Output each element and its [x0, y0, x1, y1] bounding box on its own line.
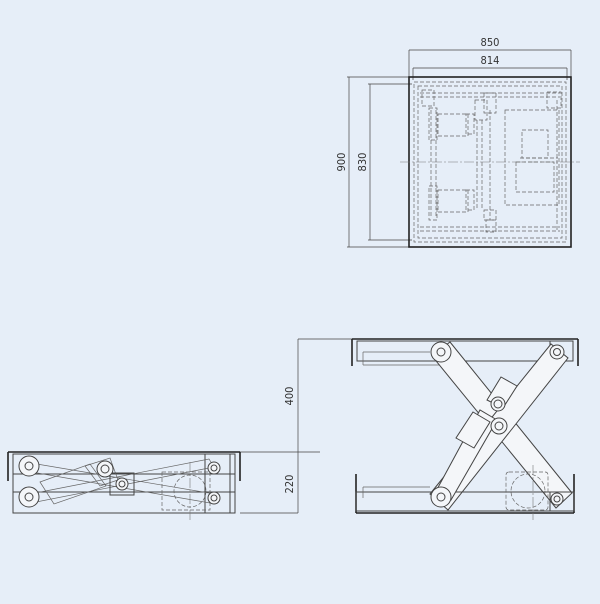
dimension-label-400: 400 — [283, 387, 296, 406]
dimension-outer-width: 850 — [408, 36, 572, 78]
side-view-lowered — [7, 451, 241, 520]
dimension-lowered-height: 220 — [240, 451, 298, 514]
lowered-pivot-pins — [18, 455, 221, 508]
dimension-label-900: 900 — [335, 153, 348, 172]
middle-shaft — [474, 92, 497, 233]
dimension-label-814: 814 — [481, 54, 500, 67]
cylinder-upper — [437, 113, 475, 137]
dimension-outer-depth: 900 — [335, 76, 409, 248]
cylinder-lower — [437, 189, 475, 213]
top-view: 850 814 900 830 — [335, 36, 580, 248]
lowered-frame — [12, 453, 236, 514]
dimension-label-220: 220 — [283, 475, 296, 494]
dimension-inner-depth: 830 — [356, 83, 412, 241]
dimension-label-830: 830 — [356, 153, 369, 172]
pivot-pins — [430, 341, 565, 508]
dimension-lift-stroke: 400 — [283, 338, 352, 513]
left-rail — [421, 89, 438, 221]
motor-unit — [504, 109, 560, 206]
base-frame — [355, 465, 575, 520]
dimension-inner-width: 814 — [412, 54, 568, 80]
side-view-raised: 400 220 — [240, 338, 579, 520]
dimension-label-850: 850 — [481, 36, 500, 49]
